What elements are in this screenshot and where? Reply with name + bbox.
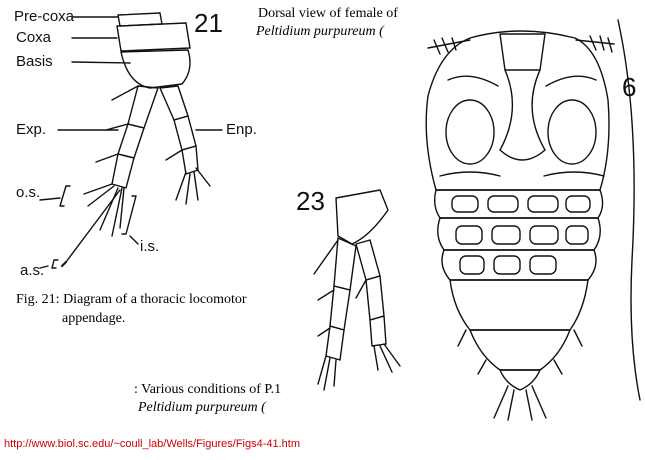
fig23-caption-line2: Peltidium purpureum (	[138, 400, 266, 415]
fig21-caption-line1: Fig. 21: Diagram of a thoracic locomotor	[16, 292, 247, 307]
label-exopod: Exp.	[16, 121, 47, 138]
fig21-caption-line2: appendage.	[62, 311, 126, 326]
label-basis: Basis	[16, 53, 53, 70]
fig21-appendage-drawing	[39, 12, 223, 269]
label-inner-setae: i.s.	[140, 238, 160, 255]
fig23-caption-line1: : Various conditions of P.1	[134, 382, 282, 397]
adjacent-specimen-edge	[617, 19, 641, 401]
label-precoxa: Pre-coxa	[14, 8, 75, 25]
fig23-leg-drawing	[313, 189, 401, 391]
fig6-title-line2: Peltidium purpureum (	[256, 24, 384, 39]
fig6-title-line1: Dorsal view of female of	[258, 6, 398, 21]
label-endopod: Enp.	[226, 121, 257, 138]
label-apical-setae: a.s.	[20, 262, 45, 279]
fig6-habitus-drawing	[425, 30, 615, 421]
label-coxa: Coxa	[16, 29, 52, 46]
label-outer-setae: o.s.	[16, 184, 41, 201]
fig21-number: 21	[194, 8, 223, 38]
fig23-number: 23	[296, 186, 325, 216]
source-url[interactable]: http://www.biol.sc.edu/~coull_lab/Wells/…	[4, 438, 301, 450]
fig6-number: 6	[622, 72, 637, 102]
